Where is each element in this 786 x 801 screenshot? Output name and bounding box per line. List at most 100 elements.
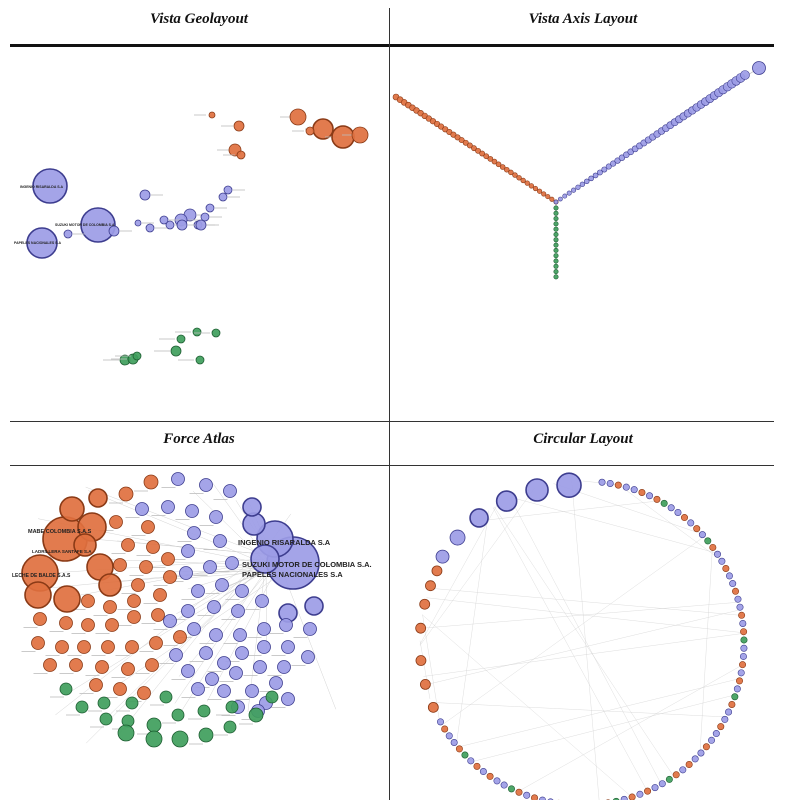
network-node	[553, 226, 559, 232]
network-node	[132, 351, 142, 361]
network-edge	[431, 702, 727, 718]
network-node	[63, 229, 73, 239]
network-node	[165, 220, 175, 230]
network-node	[588, 175, 594, 182]
node-label: LECHE DE BALDE S.A.S	[12, 573, 71, 579]
network-node	[248, 707, 264, 723]
network-node	[672, 771, 680, 779]
network-node	[598, 478, 606, 486]
network-node	[571, 187, 577, 193]
network-node	[473, 762, 481, 770]
network-node	[171, 708, 185, 722]
network-node	[722, 565, 730, 573]
network-node	[725, 708, 733, 716]
network-node	[487, 156, 494, 162]
node-label: SUZUKI MOTOR DE COLOMBIA S.A	[55, 223, 115, 227]
network-node	[98, 573, 122, 597]
panel-divider-middle	[10, 421, 774, 422]
network-node	[532, 185, 539, 192]
network-edge	[471, 694, 736, 762]
network-node	[235, 584, 249, 598]
network-node	[553, 237, 559, 243]
network-edge	[45, 565, 279, 589]
network-node	[618, 154, 626, 161]
network-node	[553, 274, 559, 280]
network-node	[462, 139, 469, 146]
network-node	[209, 628, 223, 642]
network-node	[257, 640, 271, 654]
network-node	[265, 690, 279, 704]
network-node	[495, 161, 502, 168]
network-node	[139, 189, 151, 201]
network-edge	[442, 536, 705, 725]
network-node	[541, 191, 547, 197]
network-edge	[419, 640, 431, 699]
network-node	[584, 178, 590, 185]
network-node	[250, 544, 280, 574]
network-node	[26, 227, 58, 259]
network-node	[638, 488, 646, 496]
network-node	[191, 682, 205, 696]
network-node	[446, 128, 453, 136]
network-edge	[571, 481, 600, 800]
network-node	[43, 658, 57, 672]
network-node	[614, 481, 622, 489]
network-node	[520, 177, 526, 184]
network-node	[483, 153, 490, 160]
network-node	[450, 739, 458, 747]
network-node	[185, 504, 199, 518]
network-node	[515, 788, 523, 796]
network-node	[512, 172, 518, 178]
network-node	[233, 628, 247, 642]
network-edge	[207, 555, 284, 702]
network-node	[187, 526, 201, 540]
network-node	[195, 355, 205, 365]
network-node	[73, 533, 97, 557]
network-node	[415, 655, 427, 666]
network-node	[279, 618, 293, 632]
network-node	[225, 556, 239, 570]
network-node	[419, 598, 431, 610]
network-node	[125, 640, 139, 654]
network-node	[549, 196, 555, 202]
network-edge	[174, 561, 272, 704]
network-node	[277, 660, 291, 674]
network-node	[281, 640, 295, 654]
network-node	[491, 158, 498, 165]
network-node	[127, 610, 141, 624]
network-node	[714, 550, 722, 558]
network-node	[525, 478, 549, 502]
network-node	[466, 142, 473, 149]
network-node	[205, 672, 219, 686]
network-node	[739, 661, 747, 669]
network-node	[729, 580, 737, 588]
network-node	[728, 700, 736, 708]
network-node	[721, 715, 729, 723]
network-node	[614, 157, 621, 164]
network-node	[606, 479, 614, 487]
network-node	[205, 203, 215, 213]
network-node	[125, 696, 139, 710]
network-node	[523, 791, 531, 799]
network-node	[236, 150, 246, 160]
network-node	[425, 580, 436, 592]
network-node	[712, 730, 720, 738]
network-node	[199, 478, 213, 492]
network-node	[740, 628, 748, 636]
network-node	[665, 775, 673, 783]
network-node	[454, 134, 461, 141]
network-node	[562, 193, 568, 199]
network-node	[143, 474, 159, 490]
network-edge	[422, 614, 440, 720]
network-node	[697, 749, 705, 757]
network-node	[53, 585, 81, 613]
network-node	[553, 242, 559, 248]
network-node	[461, 751, 469, 759]
network-node	[95, 660, 109, 674]
network-node	[59, 682, 73, 696]
panel-divider-vertical	[389, 8, 390, 800]
network-node	[436, 718, 444, 726]
network-node	[524, 180, 530, 186]
panel-title-geolayout: Vista Geolayout	[150, 11, 248, 27]
